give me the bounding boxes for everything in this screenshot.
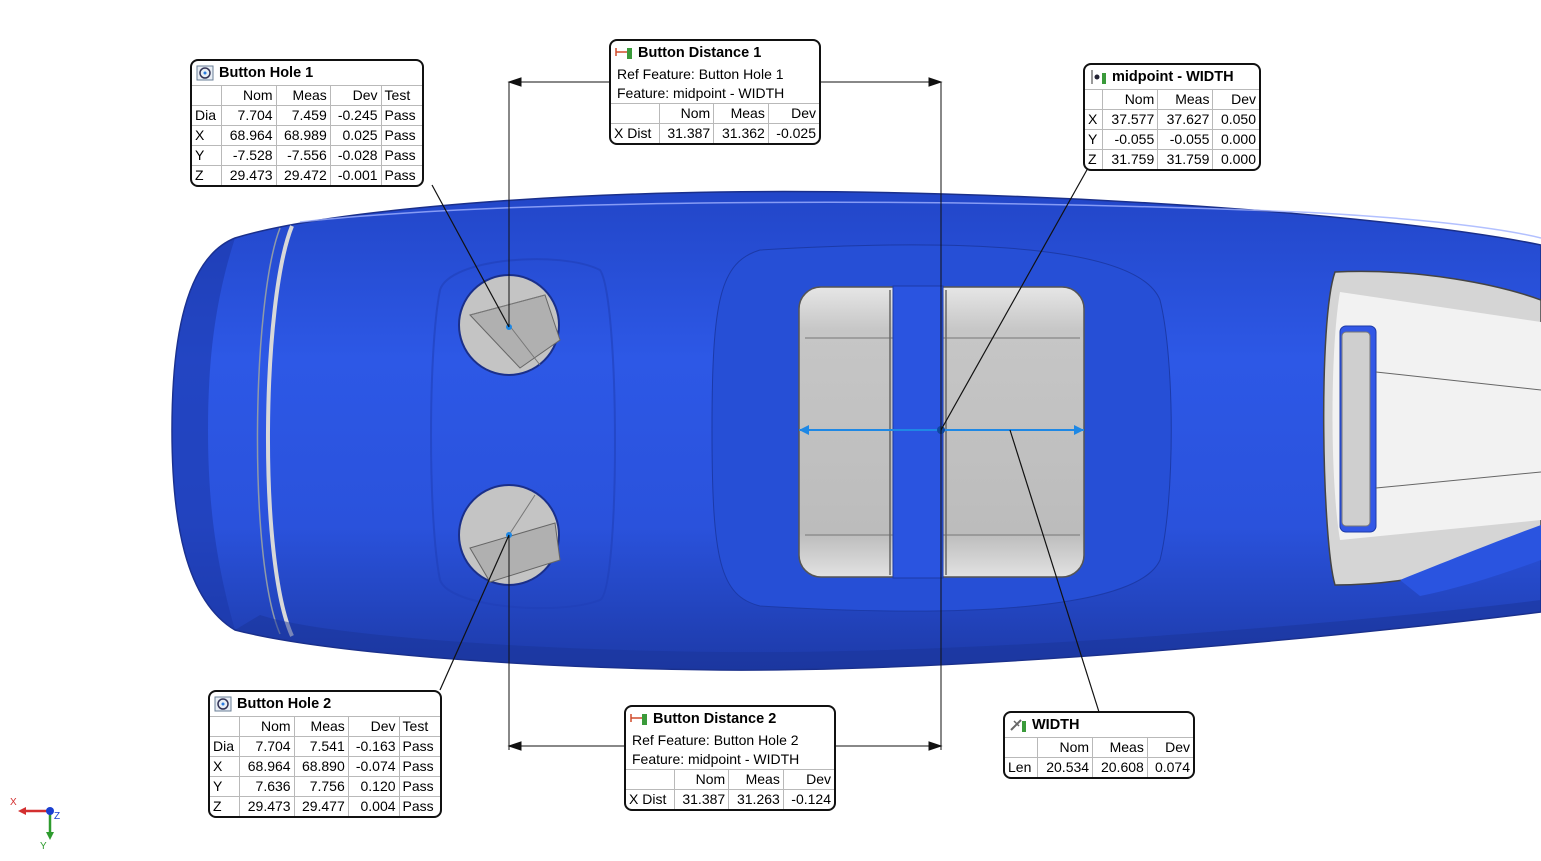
y-axis-label: Y <box>40 841 47 852</box>
callout-title: Button Distance 2 <box>653 711 777 727</box>
z-axis-label: Z <box>54 811 60 822</box>
feature-text: Feature: midpoint - WIDTH <box>632 751 800 767</box>
callout-title: Button Hole 2 <box>237 696 332 712</box>
circle-feature-icon <box>214 696 232 712</box>
button-distance-2-callout[interactable]: Button Distance 2 Ref Feature: Button Ho… <box>624 705 836 811</box>
midpoint-icon <box>1091 70 1106 84</box>
callout-title: midpoint - WIDTH <box>1112 69 1234 85</box>
caliper-icon <box>1010 719 1026 732</box>
callout-header: Button Hole 1 <box>192 61 422 85</box>
button-distance-1-callout[interactable]: Button Distance 1 Ref Feature: Button Ho… <box>609 39 821 145</box>
feature-text: Feature: midpoint - WIDTH <box>617 85 785 101</box>
circle-feature-icon <box>196 65 214 81</box>
callout-header: midpoint - WIDTH <box>1085 65 1259 89</box>
distance-icon <box>630 714 647 725</box>
callout-title: WIDTH <box>1032 717 1080 733</box>
callout-header: Button Distance 2 <box>626 707 834 731</box>
leader-lines <box>431 167 1100 713</box>
callout-header: Button Hole 2 <box>210 692 440 716</box>
distance-lines <box>507 77 943 751</box>
callout-title: Button Hole 1 <box>219 65 314 81</box>
x-axis-label: X <box>10 797 17 808</box>
ref-feature-text: Ref Feature: Button Hole 2 <box>632 732 799 748</box>
callout-title: Button Distance 1 <box>638 45 762 61</box>
callout-header: Button Distance 1 <box>611 41 819 65</box>
ref-feature-text: Ref Feature: Button Hole 1 <box>617 66 784 82</box>
rear-opening <box>1322 270 1541 596</box>
distance-icon <box>615 48 632 59</box>
axis-triad: X Z Y <box>10 797 60 852</box>
callout-header: WIDTH <box>1005 713 1193 737</box>
